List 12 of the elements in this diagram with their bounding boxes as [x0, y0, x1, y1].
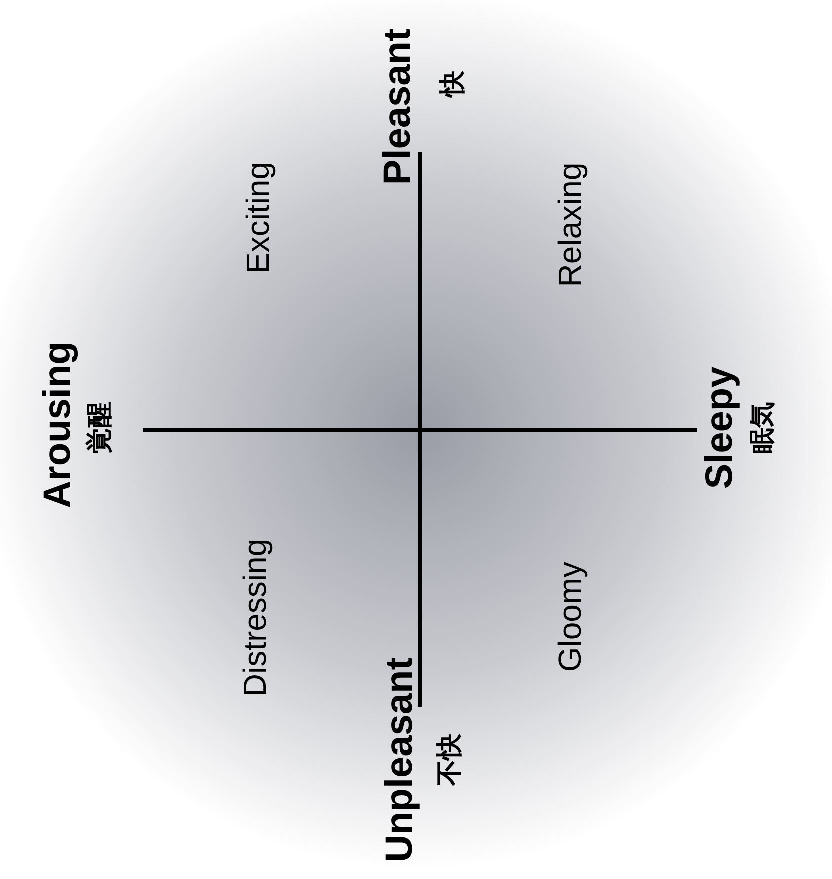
- axis-label: Pleasant: [379, 28, 417, 186]
- axis-label: 快: [440, 71, 466, 97]
- axis-label: 不快: [437, 734, 463, 786]
- quadrant-label: Exciting: [242, 162, 274, 274]
- axis-label: 覚醒: [87, 402, 113, 454]
- axis-label: Arousing: [39, 342, 77, 508]
- axis-label: 眠気: [750, 402, 776, 454]
- quadrant-label: Distressing: [239, 538, 271, 698]
- axis-label: Unpleasant: [381, 658, 419, 862]
- quadrant-label: Gloomy: [554, 562, 586, 672]
- axis-label: Sleepy: [701, 366, 739, 490]
- quadrant-label: Relaxing: [554, 162, 586, 288]
